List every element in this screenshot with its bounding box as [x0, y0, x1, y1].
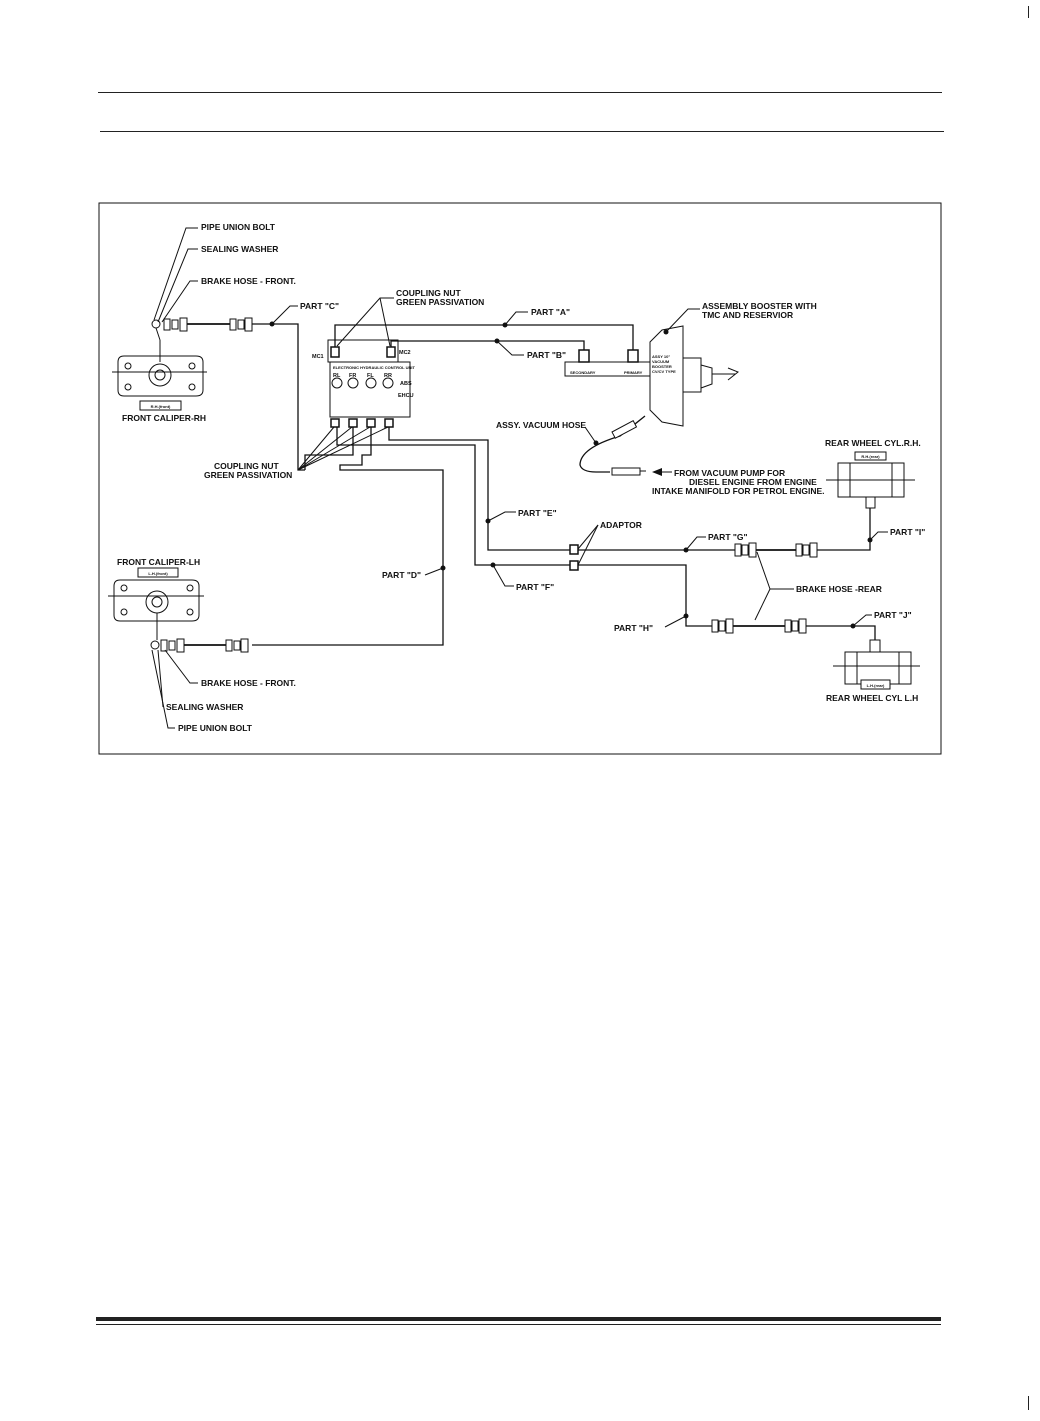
footer-rule-thick: [96, 1317, 941, 1321]
pipe-part-j: [806, 625, 876, 640]
footer-rule-thin: [96, 1324, 941, 1325]
coupling-nut-bottom-label-1: COUPLING NUT: [214, 461, 280, 471]
rh-front-tag: R.H.(front): [151, 404, 171, 409]
primary-label: PRIMARY: [624, 370, 643, 375]
diagram-frame: [98, 202, 942, 755]
brake-hose-front-lh: [150, 638, 249, 653]
port-rr-label: RR: [384, 373, 392, 379]
ehcu-label: EHCU: [398, 393, 414, 399]
booster-spec-2: VACUUM: [652, 359, 670, 364]
pipe-part-h: [578, 564, 712, 627]
adaptor-upper: [569, 544, 579, 555]
part-e-label: PART "E": [518, 508, 557, 518]
part-d-label: PART "D": [382, 570, 421, 580]
assy-vacuum-hose-label: ASSY. VACUUM HOSE: [496, 420, 586, 430]
front-caliper-lh: [108, 579, 204, 640]
part-j-label: PART "J": [874, 610, 912, 620]
booster-spec-1: ASSY 10": [652, 354, 670, 359]
pipe-part-d: [252, 427, 444, 646]
lh-rear-tag: L.H.(rear): [867, 683, 885, 688]
part-i-label: PART "I": [890, 527, 925, 537]
ehcu-small-label: ELECTRONIC HYDRAULIC CONTROL UNIT: [333, 365, 415, 370]
port-fr-label: FR: [349, 373, 356, 379]
adaptor-lower: [569, 560, 579, 571]
booster-spec-4: CV/CV TYPE: [652, 369, 676, 374]
part-a-label: PART "A": [531, 307, 570, 317]
header-rule-bottom: [100, 131, 944, 132]
pipe-union-bolt-bottom-label: PIPE UNION BOLT: [178, 723, 253, 733]
brake-hose-rear-lh: [711, 618, 807, 634]
pipe-union-bolt-top-label: PIPE UNION BOLT: [201, 222, 276, 232]
lh-front-tag: L.H.(front): [148, 571, 168, 576]
rear-wheel-cyl-rh: [826, 451, 915, 509]
brake-hose-rear-rh: [734, 542, 818, 558]
booster-spec-3: BOOSTER: [652, 364, 672, 369]
sealing-washer-top-label: SEALING WASHER: [201, 244, 278, 254]
mc1-label: MC1: [312, 354, 324, 360]
pipe-part-b: [390, 340, 585, 350]
brake-hose-rear-label: BRAKE HOSE -REAR: [796, 584, 882, 594]
abs-ehcu-unit: [327, 339, 411, 428]
part-c-label: PART "C": [300, 301, 339, 311]
front-caliper-lh-label: FRONT CALIPER-LH: [117, 557, 200, 567]
sealing-washer-bottom-label: SEALING WASHER: [166, 702, 243, 712]
rh-rear-tag: R.H.(rear): [861, 454, 880, 459]
coupling-nut-bottom-label-2: GREEN PASSIVATION: [204, 470, 292, 480]
front-caliper-rh-label: FRONT CALIPER-RH: [122, 413, 206, 423]
booster-label-1: ASSEMBLY BOOSTER WITH: [702, 301, 817, 311]
pipe-part-c: [252, 323, 305, 471]
brake-hose-front-top-label: BRAKE HOSE - FRONT.: [201, 276, 296, 286]
booster-tmc-assembly: [564, 325, 739, 427]
mc2-label: MC2: [399, 350, 411, 356]
pipe-part-e: [388, 427, 573, 551]
adaptor-label: ADAPTOR: [600, 520, 642, 530]
vacuum-hose: [579, 415, 646, 476]
brake-hose-front-rh: [151, 317, 253, 341]
page-edge-mark-bottom: [1028, 1396, 1029, 1410]
rear-wheel-cyl-lh: [833, 639, 920, 690]
vacuum-pump-label-1: FROM VACUUM PUMP FOR: [674, 468, 785, 478]
part-f-label: PART "F": [516, 582, 554, 592]
abs-label: ABS: [400, 381, 412, 387]
secondary-label: SECONDARY: [570, 370, 596, 375]
front-caliper-rh: [112, 340, 207, 411]
header-rule-top: [98, 92, 942, 93]
rear-wheel-cyl-rh-label: REAR WHEEL CYL.R.H.: [825, 438, 921, 448]
pipe-part-i: [817, 508, 871, 551]
page-edge-mark-top: [1028, 6, 1029, 18]
rear-wheel-cyl-lh-label: REAR WHEEL CYL L.H: [826, 693, 918, 703]
pipe-part-f: [336, 427, 573, 566]
coupling-nut-top-label-1: COUPLING NUT: [396, 288, 462, 298]
brake-hose-front-bottom-label: BRAKE HOSE - FRONT.: [201, 678, 296, 688]
part-b-label: PART "B": [527, 350, 566, 360]
vacuum-pump-label-2: DIESEL ENGINE FROM ENGINE: [689, 477, 817, 487]
booster-label-2: TMC AND RESERVIOR: [702, 310, 793, 320]
port-rl-label: RL: [333, 373, 341, 379]
part-g-label: PART "G": [708, 532, 748, 542]
coupling-nut-top-label-2: GREEN PASSIVATION: [396, 297, 484, 307]
pipe-part-a: [334, 324, 634, 350]
port-fl-label: FL: [367, 373, 374, 379]
vacuum-pump-label-3: INTAKE MANIFOLD FOR PETROL ENGINE.: [652, 486, 825, 496]
part-h-label: PART "H": [614, 623, 653, 633]
